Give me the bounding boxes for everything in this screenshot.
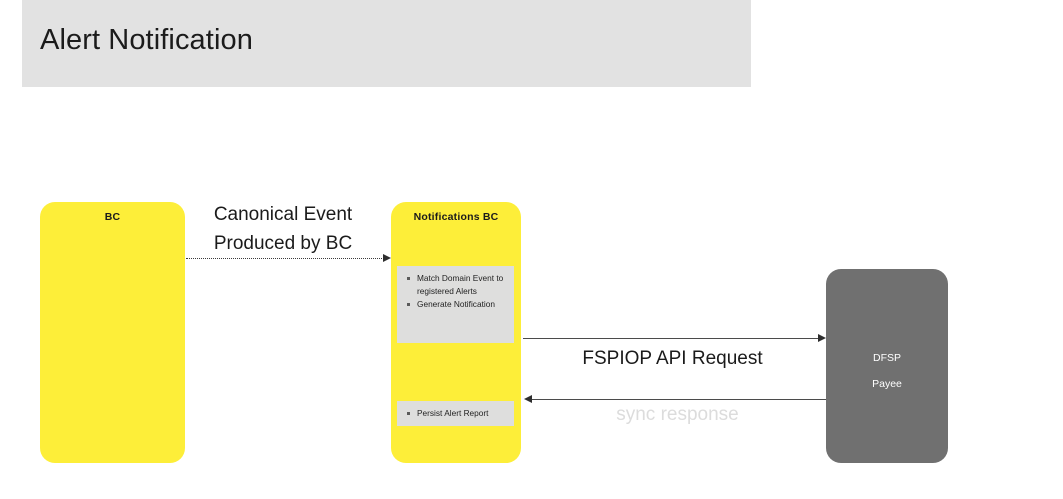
lifeline-dfsp-payee-label: DFSP Payee [826,345,948,397]
arrow-fspiop-request-label: FSPIOP API Request [582,348,763,369]
lifeline-bc[interactable]: BC [40,202,185,463]
activity-persist-list: Persist Alert Report [401,407,510,420]
lifeline-dfsp-payee[interactable]: DFSP Payee [826,269,948,463]
activity-match-domain-event[interactable]: Match Domain Event to registered Alerts … [397,266,514,343]
lifeline-dfsp-payee-line1: DFSP [872,352,901,364]
arrow-canonical-event-head-icon [383,254,391,262]
page-title: Alert Notification [40,24,253,56]
lifeline-bc-label: BC [104,211,121,223]
activity-match-list: Match Domain Event to registered Alerts … [401,272,510,311]
arrow-fspiop-request-line [523,338,819,339]
title-banner: Alert Notification [22,0,751,87]
arrow-fspiop-request-head-icon [818,334,826,342]
list-item: Generate Notification [401,298,510,311]
arrow-canonical-event-label: Canonical Event Produced by BC [193,200,373,258]
list-item: Match Domain Event to registered Alerts [401,272,510,298]
arrow-sync-response-label: sync response [616,404,739,425]
list-item: Persist Alert Report [401,407,510,420]
lifeline-dfsp-payee-line2: Payee [872,378,902,390]
arrow-canonical-event-label-line1: Canonical Event [213,204,353,225]
arrow-canonical-event-line [186,258,386,259]
lifeline-notifications-bc-label: Notifications BC [413,211,499,223]
arrow-sync-response-head-icon [524,395,532,403]
arrow-canonical-event-label-line2: Produced by BC [213,233,353,254]
activity-persist-alert-report[interactable]: Persist Alert Report [397,401,514,426]
arrow-sync-response-line [531,399,826,400]
